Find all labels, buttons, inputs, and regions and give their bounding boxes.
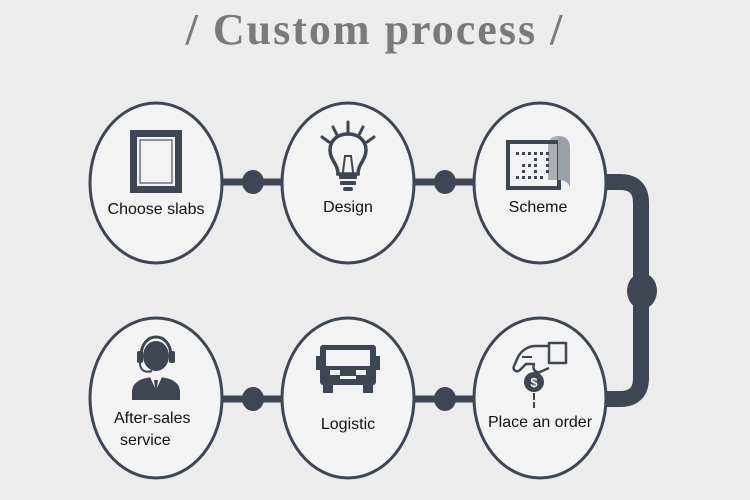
blueprint-icon bbox=[506, 136, 570, 190]
step-label-after-sales-line-2: service bbox=[120, 432, 171, 449]
connector-node bbox=[242, 170, 264, 194]
step-label-design: Design bbox=[323, 199, 373, 216]
step-circle-logistic bbox=[280, 316, 416, 480]
slab-frame-icon bbox=[130, 130, 182, 193]
step-label-logistic: Logistic bbox=[320, 416, 376, 433]
step-label-choose-slabs: Choose slabs bbox=[107, 201, 205, 218]
connector-nodes bbox=[242, 170, 657, 411]
truck-icon bbox=[316, 345, 380, 393]
lightbulb-icon bbox=[320, 120, 376, 191]
step-circle-place-order bbox=[472, 316, 608, 480]
step-label-scheme: Scheme bbox=[508, 199, 568, 216]
step-label-after-sales-line-1: After-sales bbox=[114, 410, 191, 427]
connector-node bbox=[434, 387, 456, 411]
connector-node bbox=[242, 387, 264, 411]
svg-text:$: $ bbox=[530, 375, 538, 390]
hand-coin-icon: $ bbox=[512, 341, 568, 408]
step-label-place-order: Place an order bbox=[487, 414, 593, 431]
step-label-after-sales: After-sales service bbox=[114, 408, 224, 452]
connector-node bbox=[434, 170, 456, 194]
customer-service-icon bbox=[132, 335, 180, 400]
page-title: / Custom process / bbox=[185, 5, 565, 54]
connector-node bbox=[627, 273, 657, 309]
